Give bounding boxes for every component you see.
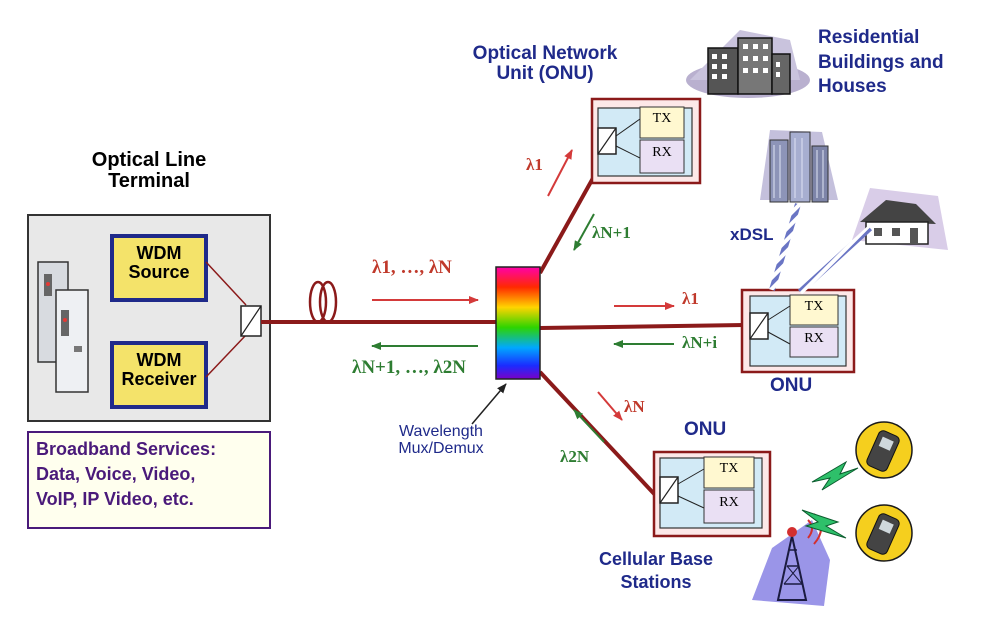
onu1-title: Optical Network Unit (ONU): [472, 43, 618, 84]
fiber-coil-icon: [308, 280, 338, 324]
onu3-rx-box: [703, 489, 755, 524]
wdm-source-box: [110, 234, 208, 302]
onu2-tx-box: [789, 294, 839, 326]
onu2-upstream-label: λN+i: [682, 333, 718, 352]
onu3-title: ONU: [684, 419, 727, 440]
building-icon: [686, 30, 810, 98]
xdsl-label: xDSL: [730, 225, 774, 244]
wavelength-mux-demux: [495, 266, 541, 380]
onu2-title: ONU: [770, 375, 813, 396]
residential-label: Residential Buildings and Houses: [818, 27, 944, 98]
mux-pointer-arrow: [471, 383, 507, 425]
onu1-downstream-arrow: [547, 149, 573, 197]
xdsl-link-house: [797, 225, 873, 295]
onu3-tx-box: [703, 456, 755, 489]
skyscraper-icon: [760, 130, 838, 203]
onu1-upstream-arrow: [573, 213, 595, 251]
onu3-upstream-label: λ2N: [560, 447, 590, 466]
onu1-downstream-label: λ1: [526, 155, 543, 174]
server-rack-icon: [37, 261, 89, 393]
onu3-upstream-arrow: [573, 409, 605, 443]
services-line-3: VoIP, IP Video, etc.: [36, 489, 194, 509]
services-line-1: Broadband Services:: [36, 439, 217, 459]
services-line-2: Data, Voice, Video,: [36, 464, 196, 484]
onu2-rx-label: RX: [804, 331, 824, 346]
onu3-downstream-arrow: [597, 391, 623, 421]
xdsl-link-skyscraper: [769, 203, 801, 291]
lightning-icon: [811, 460, 859, 491]
onu1-coupler: [597, 118, 641, 159]
olt-coupler: [240, 305, 262, 337]
services-box: [27, 431, 271, 529]
olt-internal-line-top: [205, 261, 247, 306]
onu2-coupler: [749, 305, 791, 345]
branch-fiber-onu2: [539, 323, 745, 330]
feeder-upstream-label: λN+1, …, λ2N: [352, 357, 466, 378]
mobile-phone-icon: [855, 421, 913, 479]
wdm-receiver-label: WDM Receiver: [121, 350, 197, 389]
feeder-downstream-label: λ1, …, λN: [372, 257, 452, 278]
olt-internal-line-bottom: [205, 334, 247, 378]
wdm-source-label: WDM Source: [128, 243, 190, 282]
onu1-tx-label: TX: [652, 111, 672, 126]
onu3-downstream-label: λN: [624, 397, 645, 416]
olt-title: Optical Line Terminal: [91, 149, 207, 192]
wdm-receiver-box: [110, 341, 208, 409]
lightning-icon: [801, 509, 847, 539]
onu3-rx-label: RX: [719, 495, 739, 510]
onu1-rx-box: [639, 139, 685, 174]
house-icon: [852, 188, 948, 250]
onu2-rx-box: [789, 326, 839, 358]
onu1-upstream-label: λN+1: [592, 223, 631, 242]
cellular-label: Cellular Base Stations: [598, 549, 714, 592]
onu1-rx-label: RX: [652, 145, 672, 160]
onu2-downstream-label: λ1: [682, 289, 699, 308]
onu2-tx-label: TX: [804, 299, 824, 314]
branch-fiber-onu3: [538, 370, 660, 500]
mobile-phone-icon: [855, 504, 913, 562]
cell-tower-icon: [752, 513, 830, 606]
onu3-tx-label: TX: [719, 461, 739, 476]
mux-label: Wavelength Mux/Demux: [398, 423, 484, 457]
onu3-coupler: [659, 468, 705, 509]
onu1-tx-box: [639, 106, 685, 139]
